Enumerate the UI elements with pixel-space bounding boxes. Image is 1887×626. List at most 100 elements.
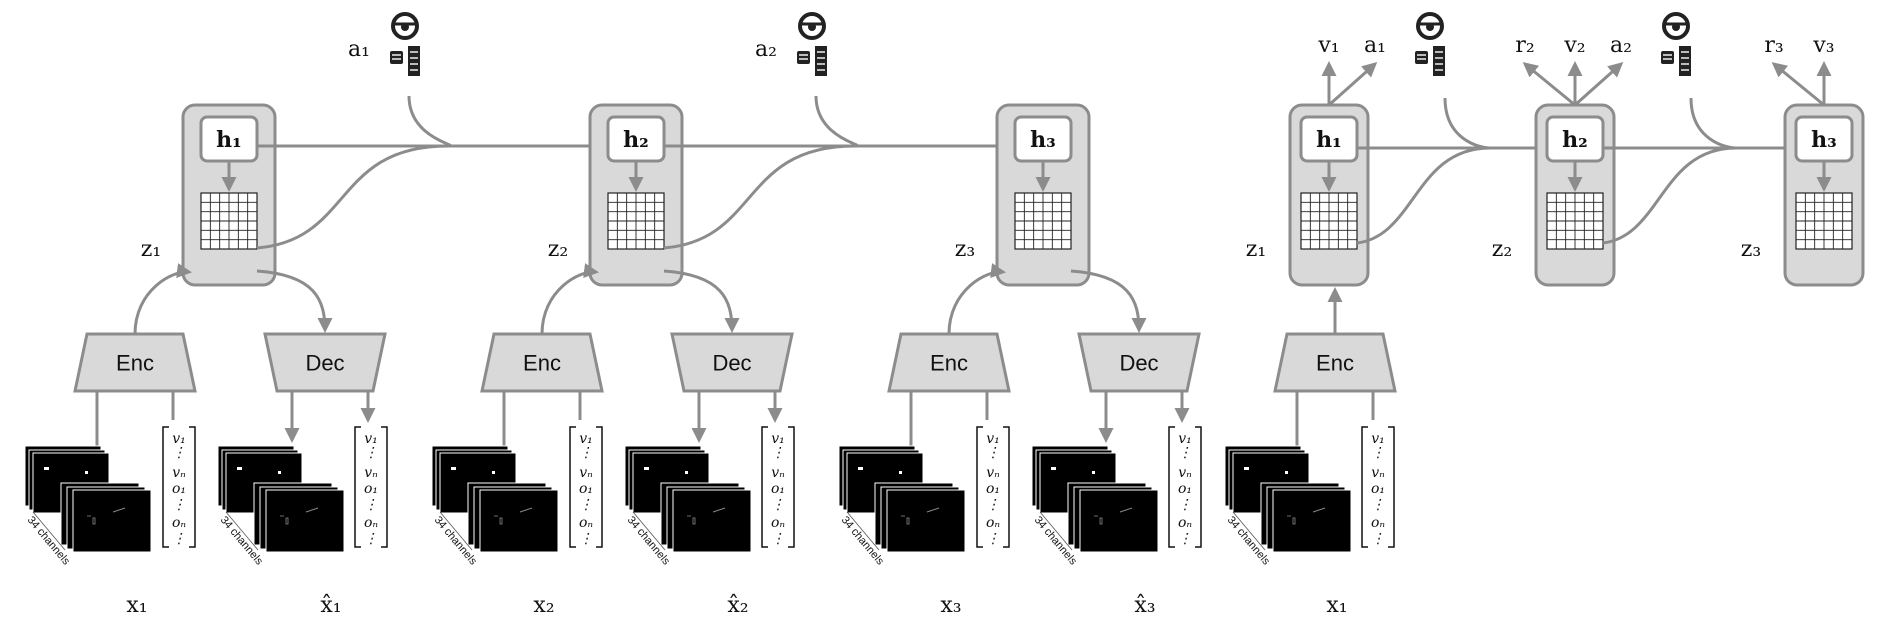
vector-entry: ⋮ [579, 497, 593, 513]
frame-spot [899, 471, 902, 474]
latent-grid [1300, 192, 1358, 250]
vector-entry: ⋮ [364, 531, 378, 547]
vector-entry: ⋮ [1371, 497, 1385, 513]
vector-entry: oₙ [172, 515, 186, 531]
action-merge-curve [1443, 97, 1491, 150]
frame-mark [1119, 507, 1133, 513]
prediction-arrow [1771, 62, 1825, 107]
prediction-arrow [1574, 62, 1624, 107]
reconstructed-frames-1: 34 channels [217, 445, 345, 568]
channel-frame [1272, 489, 1352, 553]
imagination-encoder-label: Enc [1316, 351, 1354, 376]
vector-entry: ⋮ [771, 445, 785, 461]
vector-bracket-right [189, 426, 196, 548]
vector-entry: vₙ [364, 465, 378, 481]
channel-bracket [632, 511, 666, 551]
hidden-state-label: h₃ [1030, 127, 1056, 153]
imagination-input-label: x₁ [1326, 593, 1347, 618]
trapezoid-shape [887, 332, 1011, 393]
decoder-1: Dec [263, 332, 387, 393]
vector-entry: oₙ [1371, 515, 1385, 531]
decoder-2: Dec [670, 332, 794, 393]
vector-entry: o₁ [579, 481, 593, 497]
steering-wheel-and-pedals-icon [797, 12, 827, 76]
vector-bracket-right [1388, 426, 1395, 548]
channel-bracket [1232, 511, 1266, 551]
trapezoid-shape [1273, 332, 1397, 393]
gas-pedal [408, 46, 420, 76]
vector-entry: ⋮ [172, 497, 186, 513]
vector-entry: v₁ [986, 431, 1000, 447]
vector-entry: ⋮ [172, 445, 186, 461]
vector-entry: ⋮ [579, 445, 593, 461]
hidden-state-label: h₂ [623, 127, 649, 153]
vector-entry: vₙ [1371, 465, 1385, 481]
frame-spot [858, 467, 863, 470]
vector-entry: oₙ [364, 515, 378, 531]
channel-frame [72, 489, 152, 553]
decoder-1-label: Dec [305, 351, 344, 376]
prediction-label: r₂ [1515, 33, 1534, 58]
latent-label: z₃ [1741, 237, 1761, 262]
latent-label: z₃ [955, 237, 975, 262]
frame-spot [451, 467, 456, 470]
vector-bracket-left [761, 426, 768, 548]
prediction-arrow [1522, 62, 1576, 107]
vector-entry: v₁ [172, 431, 186, 447]
vector-entry: vₙ [986, 465, 1000, 481]
encoder-2-label: Enc [523, 351, 561, 376]
encoder-to-latent-arrow [947, 263, 1006, 335]
channel-frame [1079, 489, 1159, 553]
channel-frame [265, 489, 345, 553]
vector-bracket-left [1168, 426, 1175, 548]
prediction-label: a₁ [1364, 33, 1386, 58]
channel-frame [672, 489, 752, 553]
frame-mark [1292, 517, 1296, 525]
action-label: a₁ [348, 37, 370, 62]
vector-entry: v₁ [1178, 431, 1192, 447]
vector-entry: ⋮ [986, 531, 1000, 547]
encoder-to-latent-arrow [540, 263, 599, 335]
vector-entry: ⋮ [364, 497, 378, 513]
frame-spot [492, 471, 495, 474]
decoder-2-label: Dec [712, 351, 751, 376]
wheel-rim [391, 12, 419, 40]
frame-mark [906, 517, 910, 525]
vector-entry: v₁ [1371, 431, 1385, 447]
brake-pedal [1661, 51, 1674, 64]
frame-mark [285, 517, 289, 525]
frame-mark [499, 517, 503, 525]
vector-entry: oₙ [579, 515, 593, 531]
frame-spot [644, 467, 649, 470]
reconstructed-frames-3: 34 channels [1031, 445, 1159, 568]
channel-frame [886, 489, 966, 553]
vector-bracket-left [569, 426, 576, 548]
wheel-rim [1662, 12, 1690, 40]
vector-bracket-left [162, 426, 169, 548]
vector-entry: ⋮ [986, 445, 1000, 461]
action-merge-curve [407, 95, 452, 148]
action-merge-curve [814, 95, 859, 148]
vector-entry: vₙ [1178, 465, 1192, 481]
steering-wheel-and-pedals-icon [1415, 12, 1445, 76]
latent-merge-curve [256, 144, 449, 250]
latent-grid [200, 192, 258, 250]
frame-mark [926, 507, 940, 513]
gas-pedal [815, 46, 827, 76]
trapezoid-shape [1077, 332, 1201, 393]
latent-merge-curve [1356, 146, 1491, 245]
wheel-rim [1416, 12, 1444, 40]
input-label: x₁ [126, 593, 147, 618]
frame-mark [305, 507, 319, 513]
hidden-state-label: h₃ [1811, 127, 1837, 153]
vector-entry: ⋮ [364, 445, 378, 461]
frame-mark [1099, 517, 1103, 525]
frame-spot [685, 471, 688, 474]
prediction-label: r₃ [1764, 33, 1783, 58]
reconstruction-label: x̂₂ [727, 593, 748, 618]
vector-entry: oₙ [1178, 515, 1192, 531]
